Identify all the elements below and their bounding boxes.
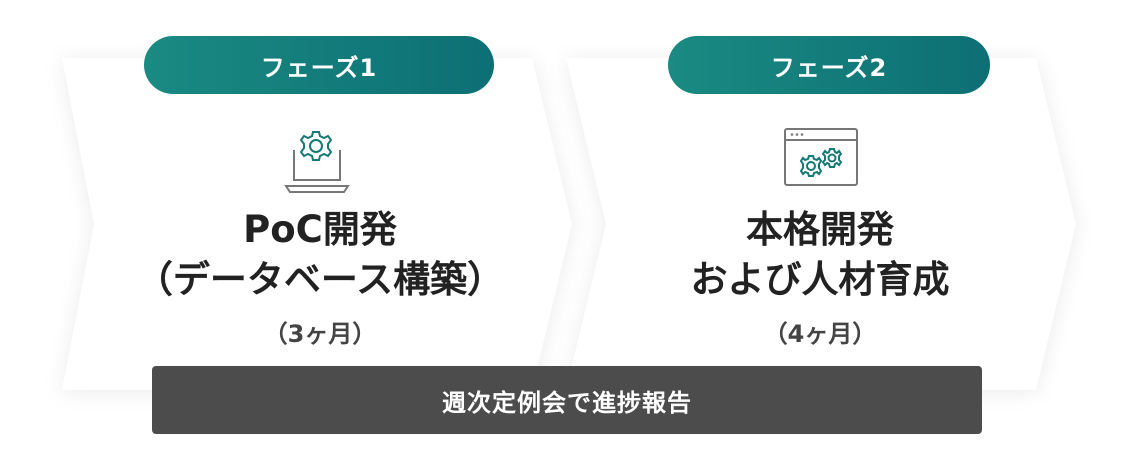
phase-2-chevron (566, 58, 1086, 390)
phase-1-duration: （3ヶ月） (263, 320, 377, 348)
phase-2-label: フェーズ2 (668, 36, 990, 94)
phase-1-title-line2: （データベース構築） (135, 258, 505, 301)
phase-2-title-line2: および人材育成 (690, 258, 950, 301)
phase-1-title: PoC開発 （データベース構築） (100, 205, 540, 305)
weekly-meeting-bar: 週次定例会で進捗報告 (152, 366, 982, 434)
phase-1-title-line1: PoC開発 (243, 208, 397, 251)
gear-window-icon (784, 128, 860, 192)
gear-laptop-icon (282, 120, 352, 200)
phase-2-title-line1: 本格開発 (746, 208, 894, 251)
phase-1-label: フェーズ1 (144, 36, 494, 94)
phase-1-chevron (62, 58, 582, 390)
phase-2-duration: （4ヶ月） (763, 320, 877, 348)
phase-2-title: 本格開発 および人材育成 (620, 205, 1020, 305)
